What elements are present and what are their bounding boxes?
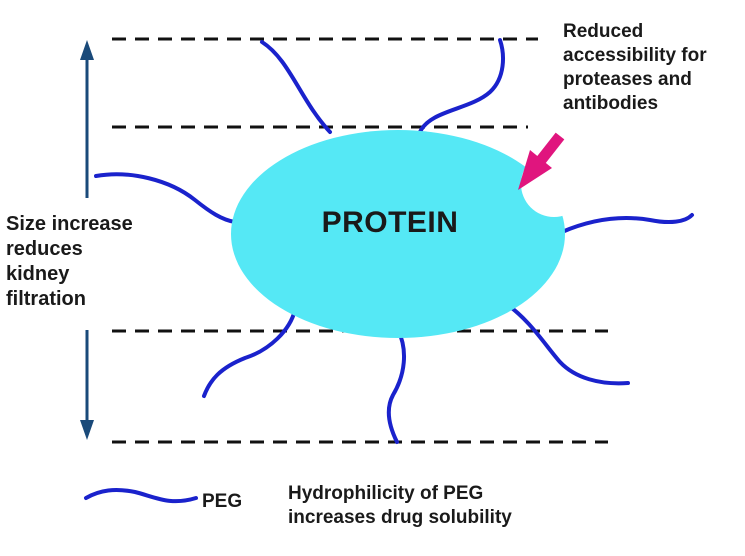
- annotation-left-line-2: reduces: [6, 238, 83, 260]
- peg-legend-icon: [84, 488, 198, 504]
- annotation-left-line-1: Size increase: [6, 213, 133, 235]
- annotation-top-line-2: accessibility for: [563, 45, 707, 66]
- peg-chain-bottom-center: [386, 328, 406, 444]
- pink-arrow-head: [518, 150, 552, 190]
- pink-arrow-shaft: [533, 132, 565, 168]
- annotation-reduced-accessibility: Reduced accessibility for proteases and …: [563, 20, 707, 116]
- annotation-top-line-4: antibodies: [563, 93, 659, 114]
- legend-peg-label: PEG: [202, 491, 243, 512]
- annotation-top-line-1: Reduced: [563, 21, 644, 42]
- annotation-left-line-3: kidney: [6, 263, 70, 285]
- peg-chain-bottom-right: [503, 301, 630, 386]
- annotation-size-increase: Size increase reduces kidney filtration: [6, 212, 133, 312]
- annotation-bottom-line-2: increases drug solubility: [288, 507, 512, 528]
- annotation-top-line-3: proteases and: [563, 69, 692, 90]
- peg-chain-top-left: [260, 40, 332, 134]
- peg-chains: [84, 38, 694, 504]
- size-arrow-head-down: [80, 420, 94, 440]
- annotation-bottom-line-1: Hydrophilicity of PEG: [288, 483, 484, 504]
- peg-chain-left: [94, 172, 237, 224]
- dashed-boundaries: [112, 37, 608, 444]
- peg-chain-right: [560, 213, 694, 234]
- size-arrow: [80, 40, 94, 440]
- peg-chain-bottom-left: [202, 308, 297, 398]
- annotation-hydrophilicity: Hydrophilicity of PEG increases drug sol…: [288, 482, 512, 530]
- annotation-left-line-4: filtration: [6, 288, 86, 310]
- protein-body: [231, 130, 565, 338]
- protein-label: PROTEIN: [321, 206, 459, 239]
- pink-arrow: [518, 132, 565, 190]
- peg-chain-top-right: [418, 38, 505, 134]
- size-arrow-head-up: [80, 40, 94, 60]
